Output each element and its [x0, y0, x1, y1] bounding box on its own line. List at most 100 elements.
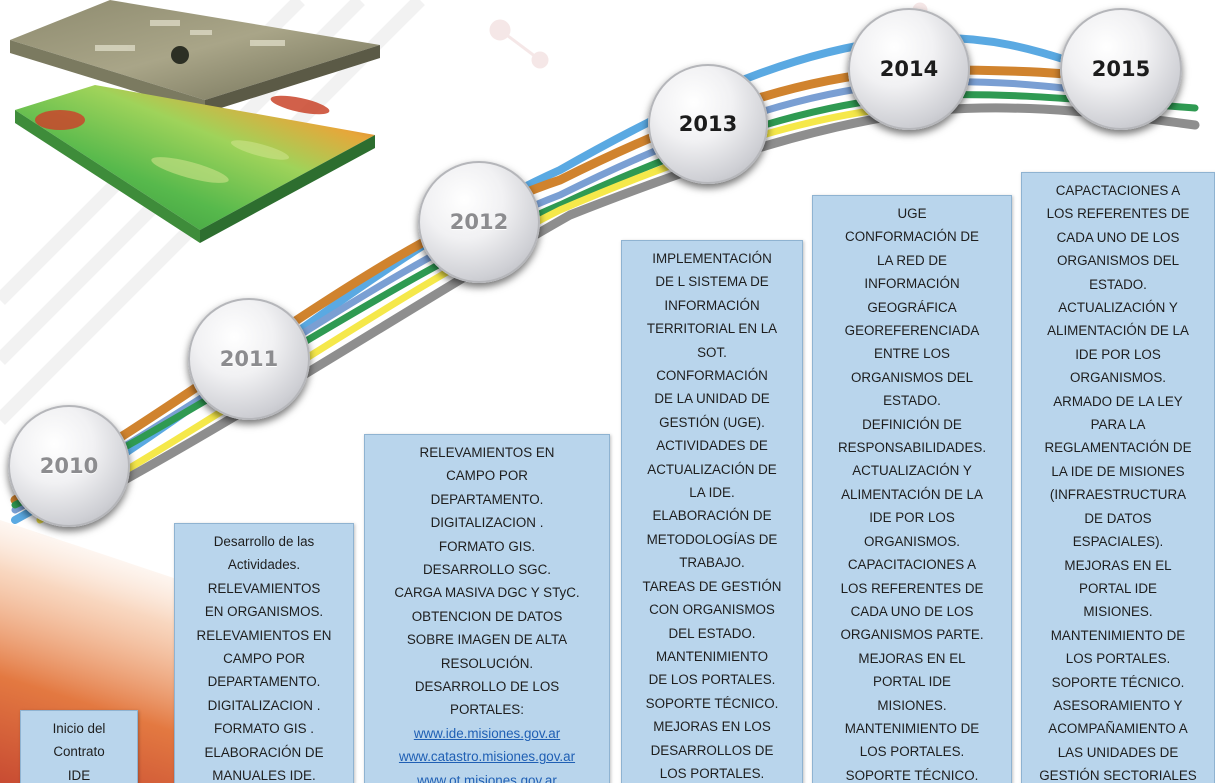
box-line: OBTENCION DE DATOS — [411, 608, 563, 624]
box-line: RELEVAMIENTOS EN — [196, 627, 332, 643]
box-line: LOS PORTALES. — [1065, 651, 1171, 667]
box-line: ELABORACIÓN DE — [204, 744, 324, 760]
box-line: GEOGRÁFICA — [867, 299, 957, 315]
box-line: ORGANISMOS PARTE. — [840, 627, 984, 643]
box-line: ALIMENTACIÓN DE LA — [841, 486, 983, 502]
box-line: CAPACITACIONES A — [847, 557, 977, 573]
box-line: LAS UNIDADES DE — [1057, 744, 1179, 760]
box-line: REGLAMENTACIÓN DE — [1044, 440, 1192, 456]
box-line: FORMATO GIS. — [438, 538, 536, 554]
box-line: ARMADO DE LA LEY — [1053, 393, 1183, 409]
box-2015: CAPACTACIONES A LOS REFERENTES DE CADA UNO… — [1021, 172, 1215, 783]
box-line: DEPARTAMENTO. — [430, 491, 544, 507]
year-2012-circle: 2012 — [418, 161, 540, 283]
box-line: SOPORTE TÉCNICO. — [645, 695, 779, 711]
box-line: GEOREFERENCIADA — [844, 323, 980, 339]
box-line: GESTIÓN SECTORIALES — [1039, 768, 1197, 783]
box-line: DE L SISTEMA DE — [655, 274, 769, 290]
box-line: FORMATO GIS . — [214, 721, 314, 737]
box-line: LOS REFERENTES DE — [840, 580, 984, 596]
box-line: CONFORMACIÓN DE — [845, 229, 979, 245]
box-line: GESTIÓN (UGE). — [659, 414, 765, 430]
box-line: DESARROLLO DE LOS — [414, 679, 560, 695]
box-line: RELEVAMIENTOS — [207, 580, 321, 596]
portal-link[interactable]: www.ide.misiones.gov.ar — [413, 725, 561, 741]
box-line: IDE — [67, 767, 91, 783]
box-line: ORGANISMOS. — [1070, 370, 1166, 386]
box-line: SOBRE IMAGEN DE ALTA — [406, 632, 568, 648]
box-line: ELABORACIÓN DE — [652, 508, 772, 524]
portal-link[interactable]: www.ot.misiones.gov.ar — [417, 772, 557, 783]
box-line: LOS REFERENTES DE — [1046, 206, 1190, 222]
box-line: MISIONES. — [877, 697, 947, 713]
box-line: PORTALES: — [450, 702, 524, 718]
box-line: CAMPO POR — [446, 468, 528, 484]
box-2012: RELEVAMIENTOS EN CAMPO POR DEPARTAMENTO. DI… — [364, 434, 610, 783]
box-line: MANTENIMIENTO DE — [1050, 627, 1186, 643]
year-2012-label: 2012 — [449, 210, 509, 234]
box-line: LA RED DE — [877, 252, 947, 268]
box-line: ORGANISMOS DEL — [1056, 253, 1180, 269]
box-line: IDE POR LOS — [1075, 346, 1161, 362]
box-line: MANUALES IDE. — [212, 768, 316, 783]
box-line: DIGITALIZACION . — [430, 515, 544, 531]
box-line: PORTAL IDE — [1079, 580, 1157, 596]
box-line: SOPORTE TÉCNICO. — [1051, 674, 1185, 690]
box-line: PORTAL IDE — [873, 674, 951, 690]
box-line: MANTENIMIENTO — [655, 648, 769, 664]
box-line: CADA UNO DE LOS — [850, 603, 974, 619]
box-line: TERRITORIAL EN LA — [646, 321, 778, 337]
box-line: DE LA UNIDAD DE — [654, 391, 770, 407]
portal-link[interactable]: www.catastro.misiones.gov.ar — [398, 749, 576, 765]
year-2011-circle: 2011 — [188, 298, 310, 420]
box-line: MEJORAS EN LOS — [653, 719, 771, 735]
box-line: ACTUALIZACIÓN DE — [647, 461, 777, 477]
box-line: ORGANISMOS DEL — [850, 369, 974, 385]
box-line: LOS PORTALES. — [859, 744, 965, 760]
box-line: IDE POR LOS — [869, 510, 955, 526]
box-line: RESOLUCIÓN. — [440, 655, 534, 671]
box-line: RELEVAMIENTOS EN — [419, 445, 555, 460]
box-line: DE LOS PORTALES. — [648, 672, 776, 688]
map-layers-illustration — [10, 0, 380, 243]
terrain-model-layer — [15, 85, 375, 230]
year-2013-label: 2013 — [678, 112, 738, 136]
box-line: ESTADO. — [883, 393, 941, 409]
box-line: CADA UNO DE LOS — [1056, 229, 1180, 245]
box-line: ESPACIALES). — [1072, 534, 1164, 550]
year-2010-label: 2010 — [39, 454, 99, 478]
box-line: INFORMACIÓN — [664, 297, 760, 313]
box-line: ACTIVIDADES DE — [656, 438, 768, 454]
box-line: EN ORGANISMOS. — [204, 604, 324, 620]
box-line: DIGITALIZACION . — [207, 697, 321, 713]
box-line: SOPORTE TÉCNICO. — [845, 767, 979, 783]
year-2015-label: 2015 — [1091, 57, 1151, 81]
box-line: LA IDE DE MISIONES — [1051, 463, 1185, 479]
box-line: CAMPO POR — [223, 651, 305, 667]
year-2015-circle: 2015 — [1060, 8, 1182, 130]
box-line: MEJORAS EN EL — [858, 650, 966, 666]
year-2013-circle: 2013 — [648, 64, 768, 184]
box-line: ACTUALIZACIÓN Y — [1058, 300, 1178, 316]
box-line: TAREAS DE GESTIÓN — [642, 578, 782, 594]
aerial-photo-layer — [10, 0, 380, 100]
year-2010-circle: 2010 — [8, 405, 130, 527]
box-line: ORGANISMOS. — [864, 533, 960, 549]
box-line: MANTENIMIENTO DE — [844, 720, 980, 736]
box-line: CON ORGANISMOS — [649, 602, 775, 618]
box-line: Actividades. — [227, 557, 301, 573]
box-line: (INFRAESTRUCTURA — [1049, 487, 1187, 503]
box-line: ENTRE LOS — [874, 346, 950, 362]
box-line: DESARROLLOS DE — [650, 742, 774, 758]
year-2011-label: 2011 — [219, 347, 279, 371]
box-line: ESTADO. — [1089, 276, 1147, 292]
box-line: Contrato — [53, 744, 105, 760]
box-line: DEL ESTADO. — [668, 625, 756, 641]
year-2014-label: 2014 — [879, 57, 939, 81]
box-line: DE DATOS — [1084, 510, 1152, 526]
box-line: CAPACTACIONES A — [1055, 183, 1181, 198]
box-line: DESARROLLO SGC. — [423, 562, 551, 578]
